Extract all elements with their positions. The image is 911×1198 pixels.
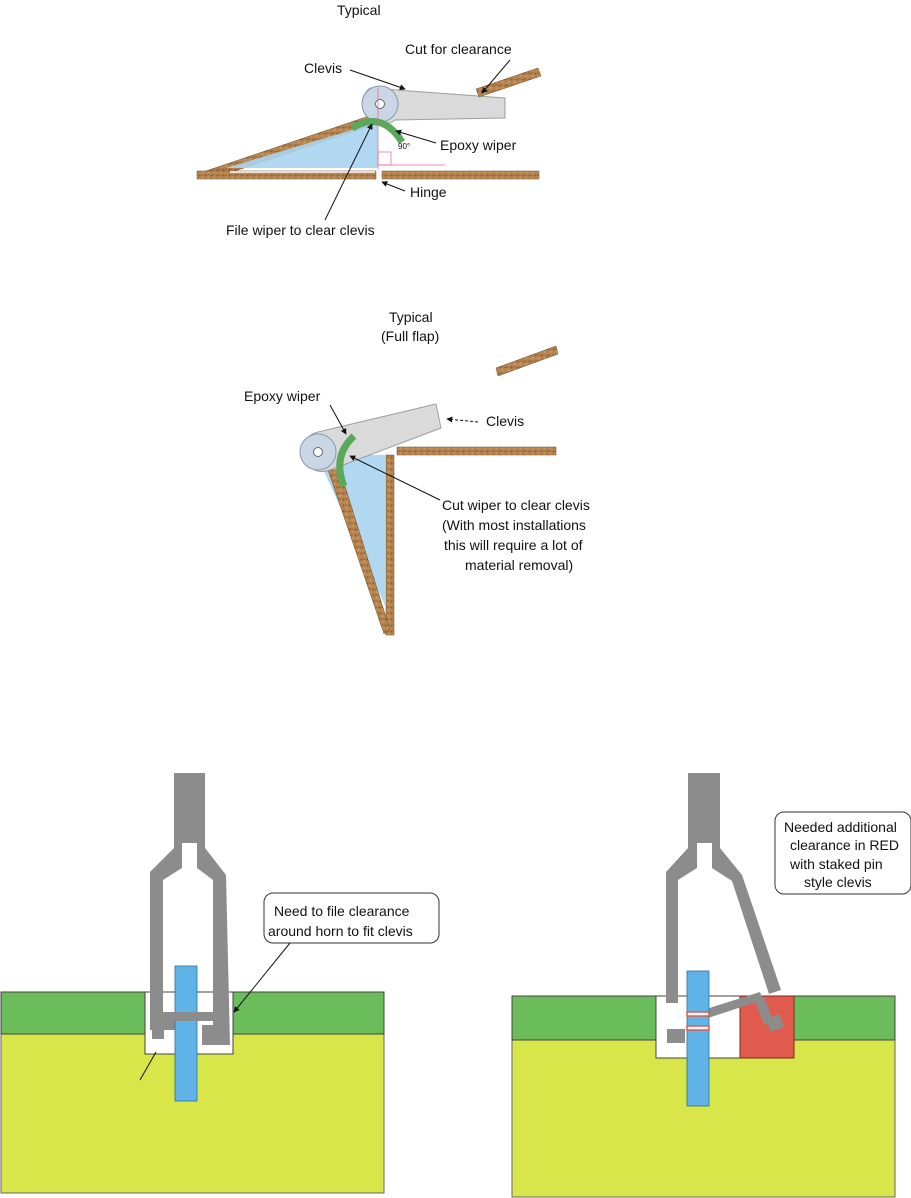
- br-clevis-body: [666, 773, 781, 1003]
- middle-vertical-skin: [385, 454, 395, 636]
- top-epoxy-wiper: [350, 118, 405, 144]
- bl-callout-line2: around horn to fit clevis: [268, 923, 413, 939]
- top-lead-file: [324, 123, 373, 221]
- top-label-file: File wiper to clear clevis: [226, 222, 375, 238]
- br-horn-red-1: [686, 1011, 710, 1017]
- bl-lead-1: [233, 942, 291, 1013]
- top-label-cut: Cut for clearance: [405, 41, 512, 57]
- top-lead-clevis: [349, 69, 406, 91]
- br-callout-line4: style clevis: [804, 874, 872, 890]
- br-callout-box: [774, 811, 911, 895]
- middle-diagram: Typical (Full flap) Epoxy wiper Clevis C…: [244, 309, 590, 636]
- top-lead-hinge: [381, 181, 406, 192]
- middle-label-epoxy: Epoxy wiper: [244, 388, 321, 404]
- br-pin: [703, 992, 763, 1018]
- bottom-left-diagram: Need to file clearance around horn to fi…: [0, 773, 440, 1194]
- top-right-angle-mark: [377, 151, 392, 166]
- br-callout-line3: with staked pin: [789, 856, 883, 872]
- middle-lead-clevis: [446, 416, 479, 423]
- middle-lead-epoxy: [329, 404, 347, 435]
- middle-title-2: (Full flap): [381, 328, 439, 344]
- bl-block: [152, 1025, 164, 1039]
- br-callout-line2: clearance in RED: [790, 837, 899, 853]
- bl-callout-line1: Need to file clearance: [274, 903, 410, 919]
- br-pin-end: [766, 1014, 784, 1032]
- top-label-clevis: Clevis: [304, 60, 342, 76]
- middle-top-skin: [396, 446, 557, 456]
- top-lead-epoxy: [395, 129, 437, 144]
- middle-flap-wood: [327, 469, 391, 635]
- top-cut-board: [475, 67, 542, 98]
- middle-label-cut-3: this will require a lot of: [444, 537, 583, 553]
- middle-label-clevis: Clevis: [486, 413, 524, 429]
- middle-label-cut-1: Cut wiper to clear clevis: [442, 497, 590, 513]
- br-horn: [686, 970, 710, 1107]
- top-skin-left: [196, 170, 377, 180]
- middle-cut-board: [495, 345, 559, 377]
- br-horn-red-2: [686, 1025, 710, 1031]
- bl-horn: [174, 965, 198, 1102]
- top-label-epoxy: Epoxy wiper: [440, 137, 517, 153]
- middle-label-cut-4: material removal): [465, 557, 573, 573]
- middle-label-cut-2: (With most installations: [442, 517, 586, 533]
- top-diagram: Typical 90° Clevis Cut for clearance Epo…: [196, 2, 542, 238]
- top-clevis-pin: [375, 99, 385, 109]
- top-label-hinge: Hinge: [410, 184, 447, 200]
- top-angle-label: 90°: [398, 142, 410, 151]
- top-lead-cut: [481, 59, 511, 94]
- middle-lead-cut: [349, 455, 441, 501]
- bl-pin: [150, 1012, 220, 1021]
- top-title: Typical: [337, 2, 381, 18]
- middle-clevis-pin: [313, 447, 323, 457]
- br-block: [667, 1029, 685, 1043]
- br-callout-line1: Needed additional: [784, 819, 897, 835]
- middle-title-1: Typical: [389, 309, 433, 325]
- top-wiper-gap: [226, 122, 378, 168]
- bl-callout-box: [263, 892, 440, 944]
- bottom-right-diagram: Needed additional clearance in RED with …: [511, 773, 911, 1198]
- bl-lead-2: [139, 1051, 157, 1081]
- top-skin-right: [381, 170, 540, 180]
- middle-epoxy-wiper: [336, 433, 357, 488]
